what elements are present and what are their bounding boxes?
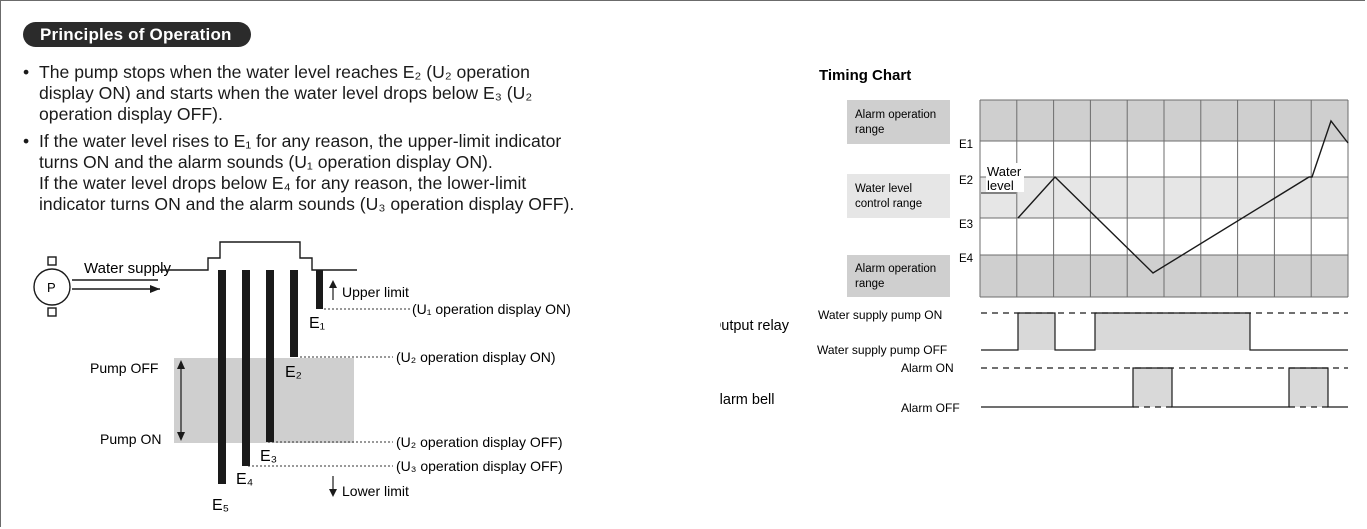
section-title: Principles of Operation	[23, 22, 251, 47]
pump-on-pulse	[1095, 313, 1250, 350]
chart-grid	[979, 99, 1349, 298]
pump-on-signal-label: Water supply pump ON	[818, 308, 942, 322]
alarm-off-signal-label: Alarm OFF	[901, 401, 960, 415]
u1-on-label: (U₁ operation display ON)	[412, 301, 571, 317]
water-supply-label: Water supply	[84, 260, 171, 277]
bullet-list: • The pump stops when the water level re…	[23, 62, 713, 221]
timing-chart: Timing Chart Alarm operation range Water…	[720, 67, 1349, 415]
alarm-range-upper-label-2: range	[855, 124, 884, 136]
electrode-e5	[218, 270, 226, 484]
electrode-e3	[266, 270, 274, 442]
alarm-bell-signal	[981, 367, 1348, 408]
upper-limit-label: Upper limit	[342, 284, 409, 300]
up-arrow-icon	[329, 280, 337, 288]
bullet-dot: •	[23, 62, 30, 82]
electrode-label-e5: E₅	[212, 497, 229, 514]
alarm-range-lower-label-1: Alarm operation	[855, 263, 936, 275]
pump-on-pulse	[1018, 313, 1055, 350]
pump-letter: P	[47, 280, 56, 295]
u2-on-label: (U₂ operation display ON)	[396, 349, 556, 365]
level-label-e1: E1	[959, 139, 973, 151]
down-arrow-icon	[177, 432, 185, 441]
control-range-label-2: control range	[855, 198, 922, 210]
water-level-label-1: Water	[987, 164, 1022, 179]
electrode-holder	[160, 241, 357, 271]
alarm-range-lower-label-2: range	[855, 278, 884, 290]
alarm-range-lower-box	[847, 255, 950, 297]
water-level-label-2: level	[987, 178, 1014, 193]
electrode-label-e3: E₃	[260, 448, 277, 465]
flow-arrow-icon	[150, 285, 160, 293]
tank-diagram: P Water supply E₁ E₂ E₃ E₄ E₅ Upper limi…	[33, 241, 571, 514]
bullet-item: • The pump stops when the water level re…	[23, 62, 713, 125]
alarm-on-pulse	[1289, 368, 1328, 407]
pump-relay-signal	[981, 312, 1348, 351]
output-relay-label: Output relay	[720, 318, 790, 334]
alarm-range-upper-box	[847, 100, 950, 144]
water-level-label-bg	[986, 163, 1024, 192]
pump-on-label: Pump ON	[100, 431, 161, 447]
electrode-label-e4: E₄	[236, 471, 253, 488]
pump-off-signal-label: Water supply pump OFF	[817, 343, 947, 357]
electrode-e2	[290, 270, 298, 357]
alarm-bell-label: Alarm bell	[720, 392, 774, 408]
electrode-label-e1: E₁	[309, 315, 325, 332]
electrode-group	[218, 270, 323, 484]
bullet-dot: •	[23, 131, 30, 151]
down-arrow-icon	[329, 489, 337, 497]
control-range-label-1: Water level	[855, 183, 912, 195]
water-level-line	[1017, 119, 1349, 274]
lower-limit-label: Lower limit	[342, 483, 409, 499]
pump-off-label: Pump OFF	[90, 360, 158, 376]
bullet-text: If the water level rises to E₁ for any r…	[39, 131, 575, 214]
electrode-e1	[316, 270, 323, 309]
alarm-range-upper-label-1: Alarm operation	[855, 109, 936, 121]
level-label-e3: E3	[959, 219, 973, 231]
timing-chart-title: Timing Chart	[819, 67, 911, 84]
level-label-e2: E2	[959, 175, 973, 187]
electrode-e4	[242, 270, 250, 466]
bullet-item: • If the water level rises to E₁ for any…	[23, 131, 713, 215]
alarm-on-signal-label: Alarm ON	[901, 361, 954, 375]
control-range-box	[847, 174, 950, 218]
alarm-on-pulse	[1133, 368, 1172, 407]
u2-off-label: (U₂ operation display OFF)	[396, 434, 563, 450]
up-arrow-icon	[177, 360, 185, 369]
level-label-e4: E4	[959, 253, 974, 265]
u3-off-label: (U₃ operation display OFF)	[396, 458, 563, 474]
control-zone	[174, 358, 354, 443]
bullet-text: The pump stops when the water level reac…	[39, 62, 533, 124]
electrode-label-e2: E₂	[285, 364, 302, 381]
